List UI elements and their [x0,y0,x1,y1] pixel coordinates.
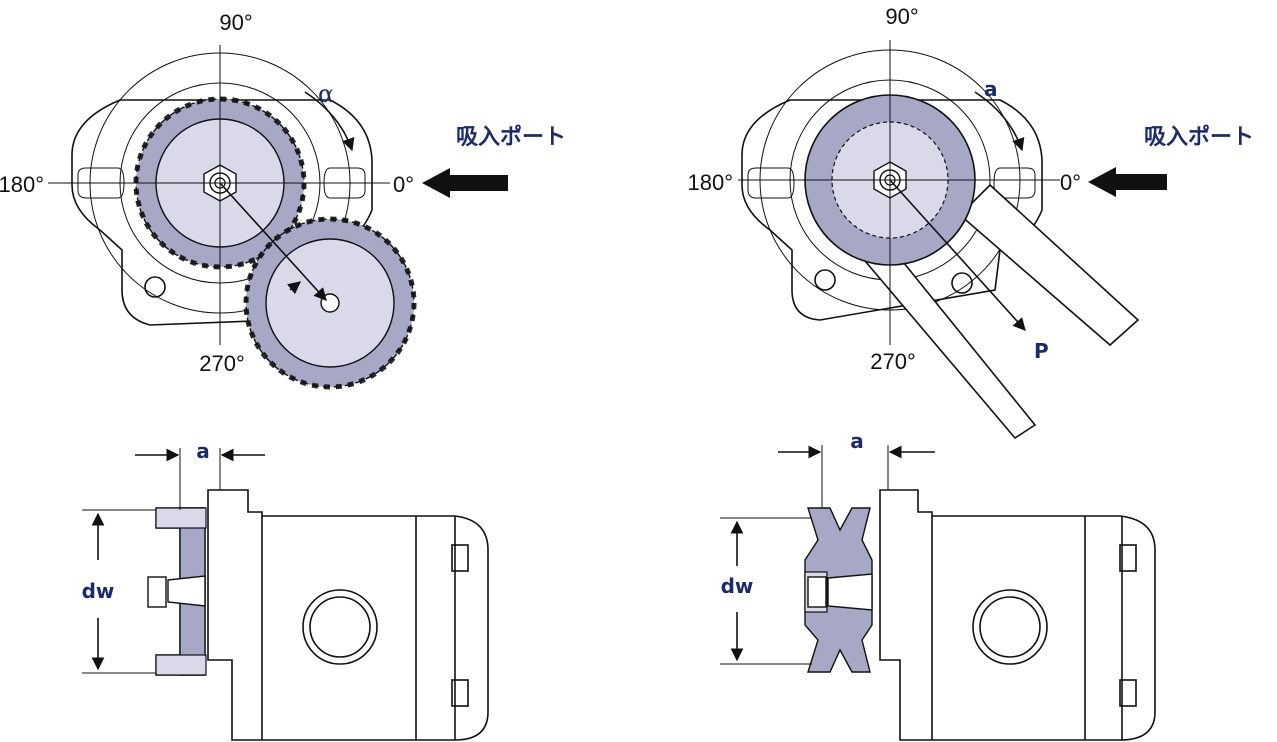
center-line [219,182,327,301]
arrow-left-icon [422,168,508,198]
gear-tooth [155,654,207,676]
angle-alpha-label: α [318,80,334,108]
belt-drive-front-view: 90° 180° 0° 270° a P 吸入ポート [687,4,1254,440]
shaft-nut [147,576,167,608]
dim-a-label: a [196,439,210,463]
cover-bolt [1119,544,1137,572]
force-p-label: P [1034,339,1049,363]
mesh-arrow [287,281,301,295]
mount-hole [951,272,973,294]
port-inner [309,596,371,658]
belt-upper [958,183,1140,347]
arrow-left-icon [1088,167,1167,197]
cover-bolt [451,679,469,707]
driven-gear [243,216,417,390]
shaft-nut [807,576,827,608]
pump-flange [741,99,1043,321]
dim-dw-label: dw [82,579,115,603]
angle-270-label: 270° [199,351,245,376]
angle-arc [974,91,1025,152]
dim-a-label: a [850,429,864,453]
angle-90-label: 90° [219,10,252,35]
shaft [167,575,206,607]
port-outer [302,589,378,665]
cover-bolt [1119,679,1137,707]
suction-port-label: 吸入ポート [1144,124,1254,150]
port-inner [979,596,1041,658]
mount-slot-left [747,167,795,199]
gear-tooth [155,507,207,529]
angle-180-label: 180° [0,172,44,197]
angle-180-label: 180° [687,170,733,195]
mount-hole [814,269,836,291]
pump-body [207,489,489,741]
belt-drive-side-view: dw a [720,429,1156,741]
dim-dw-label: dw [721,574,754,598]
angle-270-label: 270° [870,349,916,374]
port-outer [972,589,1048,665]
angle-90-label: 90° [885,4,918,29]
angle-0-label: 0° [393,172,414,197]
pump-flange [71,99,373,326]
mount-slot-right [993,167,1036,199]
force-line [889,179,1026,331]
gear-drive-front-view: 90° 180° 0° 270° α 吸入ポート [0,10,566,390]
angle-0-label: 0° [1060,170,1081,195]
gear-drive-side-view: dw a [82,439,489,741]
cover-bolt [451,544,469,572]
suction-port-label: 吸入ポート [456,124,566,150]
dim-a-label: a [984,77,998,101]
shaft [827,573,873,611]
mount-hole [144,276,166,298]
belt-lower [858,251,1037,440]
pump-body [879,489,1156,741]
angle-arc [304,91,355,152]
